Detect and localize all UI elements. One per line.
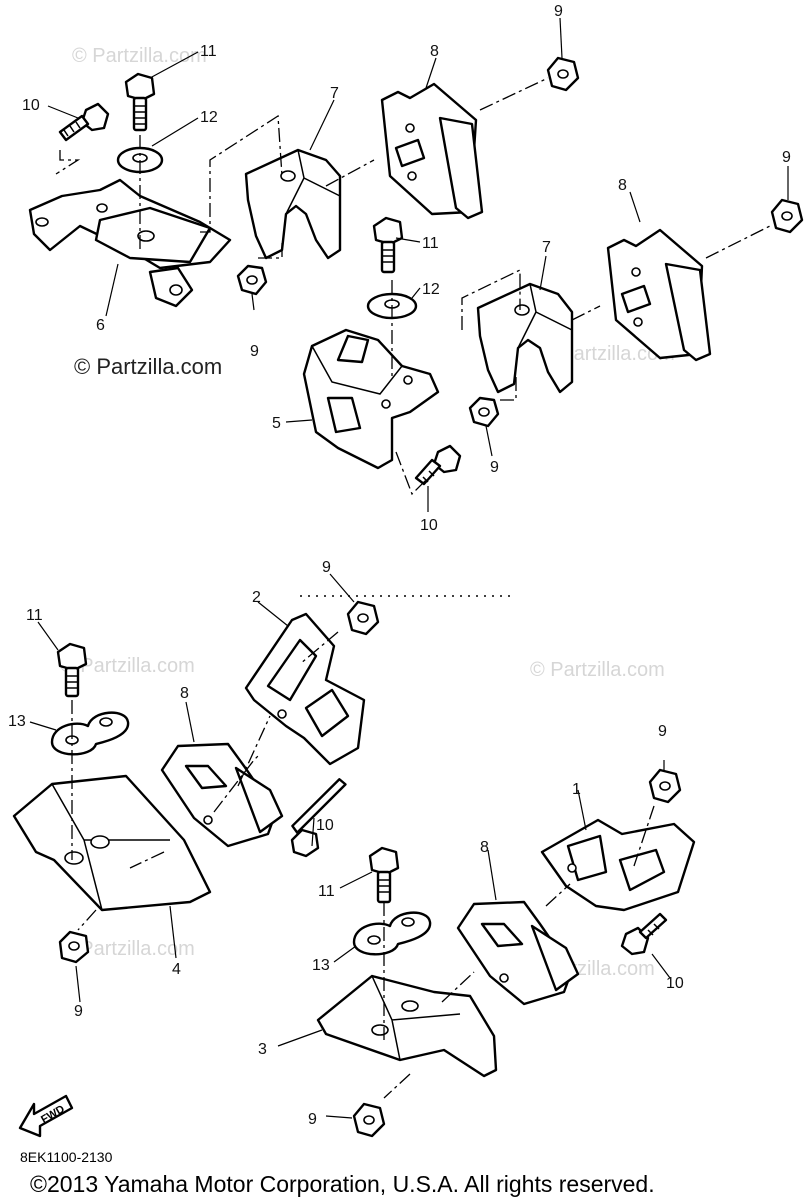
callout-7-b: 7 <box>542 239 551 256</box>
bracket-7-b <box>476 282 574 394</box>
callout-9-b: 9 <box>250 343 259 360</box>
fwd-arrow: FWD <box>18 1094 74 1138</box>
watermark-main: © Partzilla.com <box>74 354 222 379</box>
callout-8-b: 8 <box>618 177 627 194</box>
nut-9-d <box>468 396 500 428</box>
callout-9-d: 9 <box>490 459 499 476</box>
assembly-lower-right <box>316 768 696 1138</box>
fwd-label: FWD <box>39 1103 67 1126</box>
assembly-lower-left <box>12 595 510 964</box>
callout-12-a: 12 <box>200 109 218 126</box>
callout-9-e: 9 <box>322 559 331 576</box>
watermark-4: © Partzilla.com <box>530 659 665 681</box>
bolt-11-c <box>56 642 88 698</box>
callout-10-d: 10 <box>666 975 684 992</box>
callout-1: 1 <box>572 781 581 798</box>
nut-9-e <box>346 600 380 636</box>
watermark-3: © Partzilla.com <box>60 655 195 677</box>
nut-9-h <box>352 1102 386 1138</box>
bolt-10-d <box>620 912 668 956</box>
bracket-5 <box>302 328 440 470</box>
nut-9-b <box>236 264 268 296</box>
assembly-right-middle <box>302 198 804 496</box>
callout-9-c: 9 <box>782 149 791 166</box>
callout-6: 6 <box>96 317 105 334</box>
watermark-5: © Partzilla.com <box>60 938 195 960</box>
nut-9-c <box>770 198 804 234</box>
callout-11-a: 11 <box>200 43 217 60</box>
callout-10-c: 10 <box>316 817 334 834</box>
bolt-11-a <box>124 72 156 132</box>
bolt-11-d <box>368 846 400 904</box>
nut-9-g <box>648 768 682 804</box>
callout-13-a: 13 <box>8 713 26 730</box>
callout-8-a: 8 <box>430 43 439 60</box>
callout-9-a: 9 <box>554 3 563 20</box>
callout-13-b: 13 <box>312 957 330 974</box>
watermark-1: © Partzilla.com <box>72 45 207 67</box>
washer-13-a <box>50 711 130 756</box>
damper-8-b <box>606 228 712 362</box>
callout-4: 4 <box>172 961 181 978</box>
diagram-reference: 8EK1100-2130 <box>20 1149 113 1165</box>
bracket-4 <box>12 774 212 912</box>
bracket-7-a <box>244 148 342 260</box>
damper-8-c <box>160 742 284 848</box>
callout-9-h: 9 <box>308 1111 317 1128</box>
damper-8-d <box>456 900 580 1006</box>
callout-9-g: 9 <box>658 723 667 740</box>
callout-12-b: 12 <box>422 281 440 298</box>
copyright-notice: ©2013 Yamaha Motor Corporation, U.S.A. A… <box>30 1171 655 1197</box>
callout-8-c: 8 <box>180 685 189 702</box>
bracket-1 <box>540 818 696 912</box>
callout-7-a: 7 <box>330 85 339 102</box>
callout-5: 5 <box>272 415 281 432</box>
bracket-3 <box>316 974 498 1078</box>
nut-9-f <box>58 930 90 964</box>
bracket-6 <box>28 178 232 308</box>
nut-9-a <box>546 56 580 92</box>
callout-3: 3 <box>258 1041 267 1058</box>
bolt-10-a <box>58 102 110 142</box>
callout-numbers: 10 11 12 7 8 9 9 6 9 11 12 7 8 5 9 10 9 … <box>8 3 791 1128</box>
leader-lines <box>29 17 789 1119</box>
assembly-top-left <box>28 56 580 308</box>
bolt-10-c <box>290 778 347 858</box>
callout-11-b: 11 <box>422 235 439 252</box>
washer-13-b <box>352 911 432 956</box>
callout-11-c: 11 <box>26 607 43 624</box>
callout-9-f: 9 <box>74 1003 83 1020</box>
watermark-2: © Partzilla.com <box>540 343 675 365</box>
watermarks: © Partzilla.com © Partzilla.com © Partzi… <box>60 45 675 980</box>
callout-11-d: 11 <box>318 883 335 900</box>
callout-10-b: 10 <box>420 517 438 534</box>
callout-10-a: 10 <box>22 97 40 114</box>
damper-8-a <box>380 82 484 220</box>
bracket-2 <box>244 612 366 766</box>
callout-2: 2 <box>252 589 261 606</box>
bolt-11-b <box>372 216 404 274</box>
bolt-10-b <box>414 444 462 486</box>
callout-8-d: 8 <box>480 839 489 856</box>
